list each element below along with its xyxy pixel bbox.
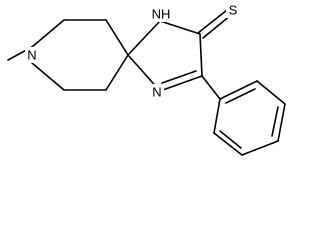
phenyl-ring [213, 80, 286, 156]
bond-c-n-lower [31, 62, 65, 91]
phenyl-double-2 [271, 106, 279, 137]
bond-c-spiro-upper [105, 19, 129, 56]
phenyl-double-3 [219, 130, 242, 149]
bond-c-thione-c-phenyl [199, 33, 203, 77]
bond-n-c-upper [31, 19, 65, 48]
atom-label-thione-s: S [229, 3, 238, 18]
atom-label-imidazole-nh: NH [152, 7, 171, 22]
bond-c-phenyl-n-double-inner [161, 70, 197, 84]
bond-spiro-nh [127, 20, 161, 56]
chemical-structure-diagram: N NH N S [7, 2, 286, 156]
phenyl-bond-3 [277, 103, 286, 142]
bond-nh-c-thione [159, 20, 201, 35]
phenyl-bond-5 [213, 132, 243, 156]
bond-c-phenyl-ipso [201, 75, 221, 100]
atom-thione-s: S [226, 2, 240, 18]
bond-spiro-c-lower [105, 54, 129, 91]
bond-thione-double-a [197, 9, 228, 34]
phenyl-bond-4 [241, 140, 279, 156]
atom-label-piperidine-n: N [27, 48, 36, 63]
phenyl-bond-2 [256, 80, 286, 105]
atom-imine-n: N [150, 84, 164, 100]
atom-piperidine-n: N [25, 47, 39, 63]
bond-c-phenyl-n-double [159, 75, 203, 92]
atom-label-imine-n: N [152, 85, 161, 100]
phenyl-bond-1 [219, 80, 258, 100]
imidazole-ring [127, 20, 203, 92]
atom-imidazole-nh: NH [148, 6, 174, 22]
phenyl-double-1 [225, 88, 256, 104]
phenyl-bond-6 [213, 98, 221, 134]
piperidine-ring [31, 19, 129, 91]
bond-thione-double-b [202, 14, 232, 39]
